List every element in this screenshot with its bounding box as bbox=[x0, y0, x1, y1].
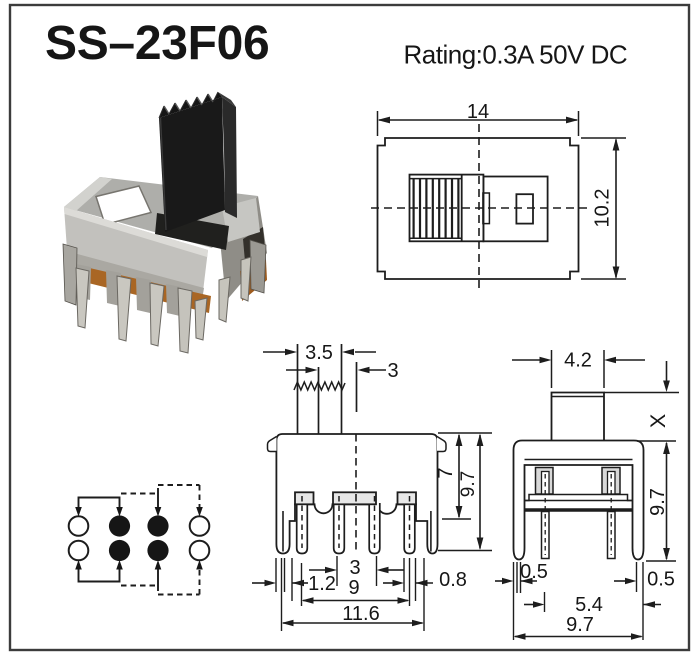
svg-text:4.2: 4.2 bbox=[564, 350, 592, 372]
svg-text:3.5: 3.5 bbox=[305, 342, 333, 364]
svg-text:3: 3 bbox=[387, 360, 398, 382]
svg-text:0.5: 0.5 bbox=[647, 569, 675, 591]
svg-text:11.6: 11.6 bbox=[342, 603, 379, 625]
svg-text:9.7: 9.7 bbox=[647, 488, 669, 516]
svg-text:1.2: 1.2 bbox=[308, 573, 336, 595]
svg-text:9.7: 9.7 bbox=[566, 614, 594, 636]
svg-text:Rating:0.3A 50V DC: Rating:0.3A 50V DC bbox=[404, 40, 628, 70]
svg-text:14: 14 bbox=[467, 101, 489, 123]
svg-text:10.2: 10.2 bbox=[592, 189, 614, 228]
svg-text:0.5: 0.5 bbox=[520, 561, 548, 583]
svg-text:X: X bbox=[646, 414, 670, 428]
svg-text:SS–23F06: SS–23F06 bbox=[45, 17, 269, 70]
svg-text:9: 9 bbox=[348, 577, 359, 599]
svg-text:0.8: 0.8 bbox=[439, 569, 467, 591]
svg-text:9.7: 9.7 bbox=[458, 471, 479, 497]
svg-text:7: 7 bbox=[435, 467, 457, 478]
svg-text:5.4: 5.4 bbox=[575, 594, 603, 616]
svg-text:3: 3 bbox=[349, 557, 360, 579]
